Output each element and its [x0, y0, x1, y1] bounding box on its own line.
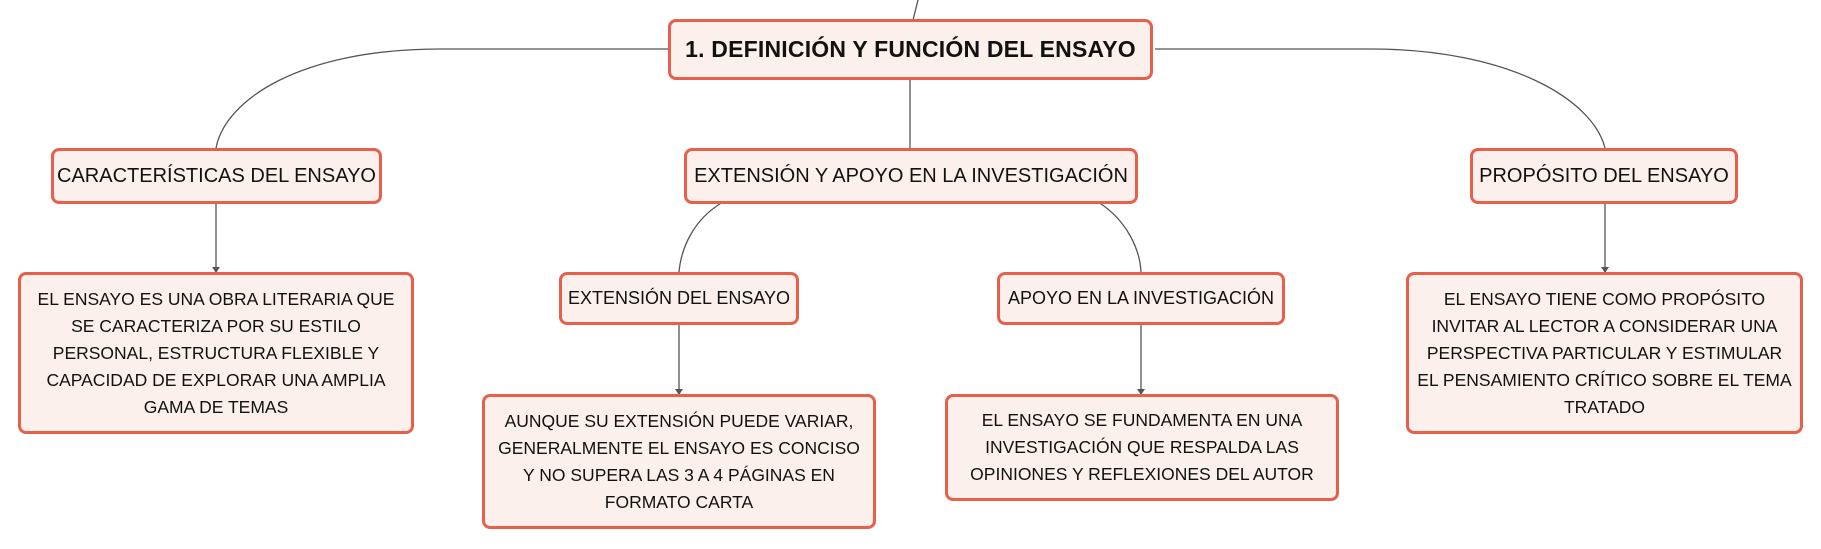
connector-parent-to-root	[912, 0, 919, 21]
arrowhead	[212, 267, 220, 273]
caracteristicas-label: CARACTERÍSTICAS DEL ENSAYO	[57, 164, 376, 187]
proposito-label: PROPÓSITO DEL ENSAYO	[1479, 164, 1729, 187]
proposito-node[interactable]: PROPÓSITO DEL ENSAYO	[1470, 148, 1738, 204]
apoyo-label: APOYO EN LA INVESTIGACIÓN	[1007, 288, 1275, 308]
caracteristicas-node[interactable]: CARACTERÍSTICAS DEL ENSAYO	[51, 148, 382, 204]
extension-node[interactable]: EXTENSIÓN DEL ENSAYO	[559, 272, 799, 325]
extension-apoyo-label: EXTENSIÓN Y APOYO EN LA INVESTIGACIÓN	[694, 164, 1128, 187]
arrowhead	[1601, 267, 1609, 273]
extension-detail-text: AUNQUE SU EXTENSIÓN PUEDE VARIAR, GENERA…	[498, 410, 860, 512]
connector-root-to-caracteristicas	[215, 48, 670, 149]
arrowhead	[675, 389, 683, 395]
caracteristicas-detail-text: EL ENSAYO ES UNA OBRA LITERARIA QUE SE C…	[37, 288, 395, 417]
root-topic-label: 1. DEFINICIÓN Y FUNCIÓN DEL ENSAYO	[685, 36, 1136, 62]
connector-extension-apoyo-to-extension	[678, 201, 724, 273]
connector-root-to-proposito	[1155, 48, 1606, 149]
apoyo-node[interactable]: APOYO EN LA INVESTIGACIÓN	[997, 272, 1285, 325]
arrowhead	[1137, 389, 1145, 395]
apoyo-detail-text: EL ENSAYO SE FUNDAMENTA EN UNA INVESTIGA…	[970, 410, 1314, 484]
caracteristicas-detail-node[interactable]: EL ENSAYO ES UNA OBRA LITERARIA QUE SE C…	[18, 272, 414, 434]
extension-detail-node[interactable]: AUNQUE SU EXTENSIÓN PUEDE VARIAR, GENERA…	[482, 394, 876, 529]
root-topic-node[interactable]: 1. DEFINICIÓN Y FUNCIÓN DEL ENSAYO	[668, 19, 1153, 80]
extension-label: EXTENSIÓN DEL ENSAYO	[567, 288, 791, 308]
extension-apoyo-node[interactable]: EXTENSIÓN Y APOYO EN LA INVESTIGACIÓN	[684, 148, 1138, 204]
proposito-detail-text: EL ENSAYO TIENE COMO PROPÓSITO INVITAR A…	[1417, 288, 1792, 417]
connector-extension-apoyo-to-apoyo	[1097, 201, 1142, 273]
proposito-detail-node[interactable]: EL ENSAYO TIENE COMO PROPÓSITO INVITAR A…	[1406, 272, 1803, 434]
apoyo-detail-node[interactable]: EL ENSAYO SE FUNDAMENTA EN UNA INVESTIGA…	[945, 394, 1339, 501]
